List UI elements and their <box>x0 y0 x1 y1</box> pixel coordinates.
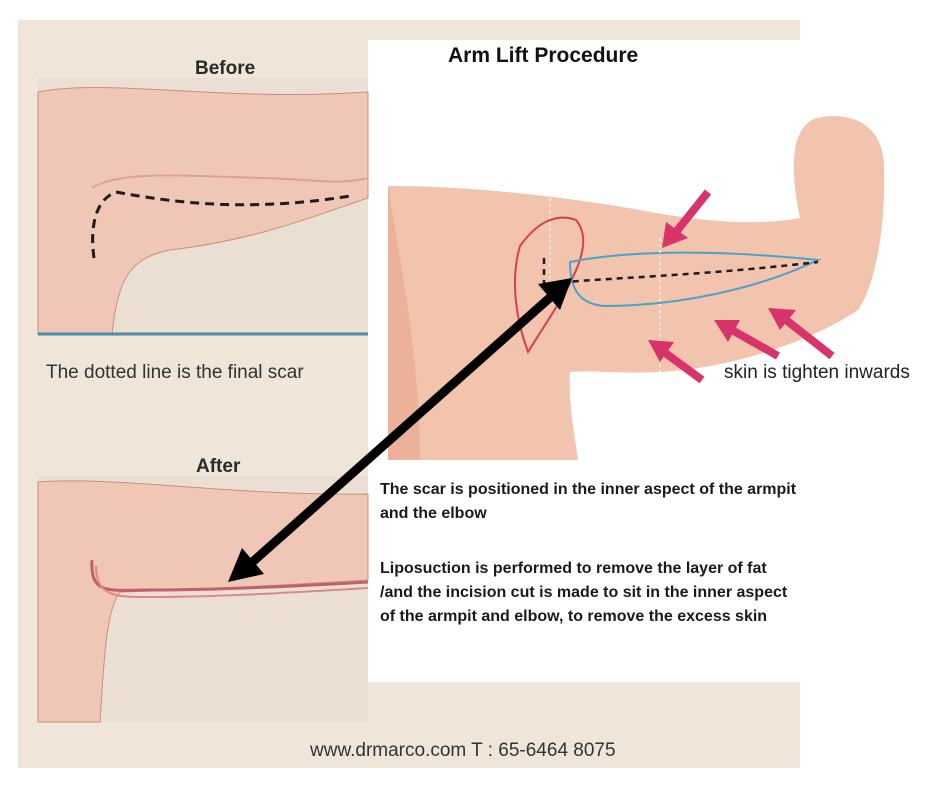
description-2-line-2: /and the incision cut is made to sit in … <box>380 584 788 601</box>
before-arm-photo <box>37 78 369 336</box>
dotted-line-caption: The dotted line is the final scar <box>46 362 304 383</box>
incision-dotted-line <box>542 258 819 286</box>
scar-position-description: The scar is positioned in the inner aspe… <box>380 478 880 526</box>
double-headed-arrow <box>228 278 572 582</box>
liposuction-description: Liposuction is performed to remove the l… <box>380 557 880 629</box>
pink-arrow-bottom-3 <box>768 308 835 360</box>
skin-tighten-caption: skin is tighten inwards <box>724 362 910 383</box>
skin-tightening-arrows <box>648 189 835 384</box>
contact-footer: www.drmarco.com T : 65-6464 8075 <box>310 740 616 761</box>
description-2-line-1: Liposuction is performed to remove the l… <box>380 560 767 577</box>
diagram-arm <box>388 116 885 461</box>
diagram-title: Arm Lift Procedure <box>448 44 639 67</box>
description-1-line-2: and the elbow <box>380 505 487 522</box>
before-dotted-scar <box>91 190 351 259</box>
pink-arrow-top <box>662 189 712 248</box>
after-arm-photo <box>37 476 369 723</box>
pink-arrow-bottom-2 <box>714 320 780 360</box>
description-1-line-1: The scar is positioned in the inner aspe… <box>380 481 797 498</box>
description-2-line-3: of the armpit and elbow, to remove the e… <box>380 608 768 625</box>
incision-outline-blue <box>568 251 822 308</box>
after-healed-scar <box>90 559 369 592</box>
after-label: After <box>196 456 241 477</box>
before-label: Before <box>195 58 256 79</box>
pink-arrow-bottom-1 <box>648 340 705 384</box>
